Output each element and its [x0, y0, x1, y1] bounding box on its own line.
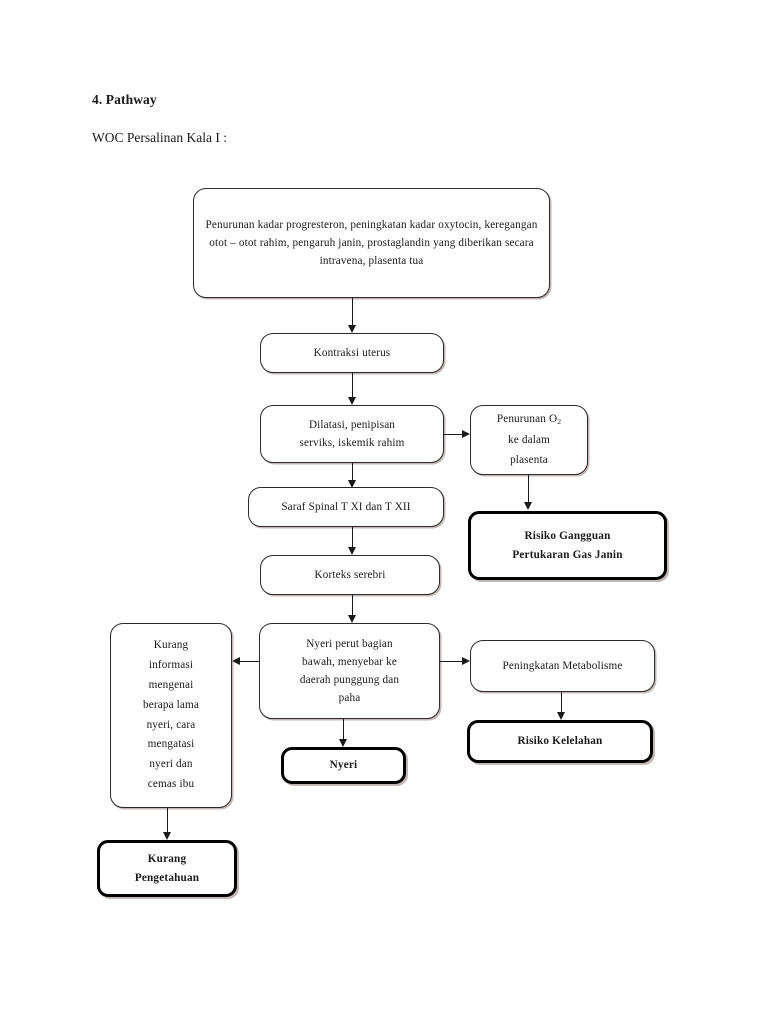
- arrowhead-etiology-to-kontraksi-uterus: [347, 325, 356, 333]
- edge-kontraksi-uterus-to-dilatasi: [352, 373, 353, 397]
- flow-node-nyeri-perut[interactable]: Nyeri perut bagian bawah, menyebar ke da…: [259, 623, 440, 719]
- flow-node-peningkatan-metabolisme-label: Peningkatan Metabolisme: [502, 659, 623, 672]
- diagram-subtitle: WOC Persalinan Kala I :: [92, 130, 227, 146]
- flow-node-peningkatan-metabolisme[interactable]: Peningkatan Metabolisme: [470, 640, 655, 692]
- flow-node-korteks-serebri[interactable]: Korteks serebri: [260, 555, 440, 595]
- flow-node-penurunan-o2-line1-text: Penurunan O: [496, 412, 558, 425]
- arrowhead-peningkatan-metabolisme-to-risiko-kelelahan: [556, 712, 565, 720]
- arrowhead-saraf-spinal-to-korteks-serebri: [347, 547, 356, 555]
- flow-node-nyeri-perut-label: Nyeri perut bagian bawah, menyebar ke da…: [299, 637, 400, 705]
- edge-kurang-informasi-to-kurang-pengetahuan: [167, 808, 168, 832]
- flow-node-kontraksi-uterus-label: Kontraksi uterus: [313, 346, 391, 359]
- edge-korteks-serebri-to-nyeri-perut: [352, 595, 353, 615]
- flow-node-etiology-label: Penurunan kadar progresteron, peningkata…: [205, 218, 538, 268]
- flow-node-etiology[interactable]: Penurunan kadar progresteron, peningkata…: [193, 188, 550, 298]
- arrowhead-korteks-serebri-to-nyeri-perut: [347, 615, 356, 623]
- edge-penurunan-o2-to-risiko-gangguan: [528, 475, 529, 502]
- flow-node-risiko-kelelahan[interactable]: Risiko Kelelahan: [467, 720, 653, 763]
- flow-node-kontraksi-uterus[interactable]: Kontraksi uterus: [260, 333, 444, 373]
- arrowhead-dilatasi-to-saraf-spinal: [347, 480, 356, 488]
- arrowhead-dilatasi-to-penurunan-o2: [462, 429, 470, 438]
- flow-node-risiko-gangguan-label: Risiko Gangguan Pertukaran Gas Janin: [512, 530, 623, 561]
- flow-node-nyeri[interactable]: Nyeri: [281, 747, 406, 784]
- flow-node-penurunan-o2-line2: ke dalam: [508, 433, 550, 446]
- edge-saraf-spinal-to-korteks-serebri: [352, 527, 353, 547]
- arrowhead-penurunan-o2-to-risiko-gangguan: [523, 502, 532, 510]
- page-title: 4. Pathway: [92, 92, 157, 107]
- edge-peningkatan-metabolisme-to-risiko-kelelahan: [561, 692, 562, 712]
- arrowhead-nyeri-perut-to-nyeri: [338, 739, 347, 747]
- flow-node-penurunan-o2-line1: Penurunan O2: [497, 409, 561, 430]
- flow-node-saraf-spinal-label: Saraf Spinal T XI dan T XII: [281, 500, 411, 513]
- flow-node-dilatasi[interactable]: Dilatasi, penipisan serviks, iskemik rah…: [260, 405, 444, 463]
- flow-node-kurang-informasi[interactable]: Kurang informasi mengenai berapa lama ny…: [110, 623, 232, 808]
- edge-nyeri-perut-to-nyeri: [343, 719, 344, 739]
- arrowhead-kontraksi-uterus-to-dilatasi: [347, 397, 356, 405]
- flow-node-kurang-pengetahuan[interactable]: Kurang Pengetahuan: [97, 840, 237, 897]
- flow-node-penurunan-o2[interactable]: Penurunan O2 ke dalam plasenta: [470, 405, 588, 475]
- flow-node-dilatasi-label: Dilatasi, penipisan serviks, iskemik rah…: [299, 418, 405, 449]
- arrowhead-nyeri-perut-to-kurang-informasi: [232, 656, 240, 665]
- edge-nyeri-perut-to-kurang-informasi: [240, 661, 259, 662]
- edge-etiology-to-kontraksi-uterus: [352, 298, 353, 325]
- flow-node-penurunan-o2-subscript: 2: [557, 417, 562, 427]
- edge-nyeri-perut-to-peningkatan-metabolisme: [440, 661, 462, 662]
- flow-node-risiko-gangguan-pertukaran-gas-janin[interactable]: Risiko Gangguan Pertukaran Gas Janin: [468, 511, 667, 580]
- arrowhead-nyeri-perut-to-peningkatan-metabolisme: [462, 656, 470, 665]
- flow-node-korteks-serebri-label: Korteks serebri: [314, 568, 386, 581]
- edge-dilatasi-to-penurunan-o2: [444, 434, 462, 435]
- edge-dilatasi-to-saraf-spinal: [352, 463, 353, 480]
- heading-section: 4. Pathway WOC Persalinan Kala I :: [92, 92, 652, 146]
- flow-node-risiko-kelelahan-label: Risiko Kelelahan: [517, 735, 603, 748]
- flow-node-saraf-spinal[interactable]: Saraf Spinal T XI dan T XII: [248, 487, 444, 527]
- arrowhead-kurang-informasi-to-kurang-pengetahuan: [162, 832, 171, 840]
- flow-node-nyeri-label: Nyeri: [329, 759, 358, 772]
- flow-node-kurang-informasi-label: Kurang informasi mengenai berapa lama ny…: [143, 638, 199, 791]
- flow-node-penurunan-o2-line3: plasenta: [510, 454, 548, 467]
- flow-node-kurang-pengetahuan-label: Kurang Pengetahuan: [134, 853, 200, 884]
